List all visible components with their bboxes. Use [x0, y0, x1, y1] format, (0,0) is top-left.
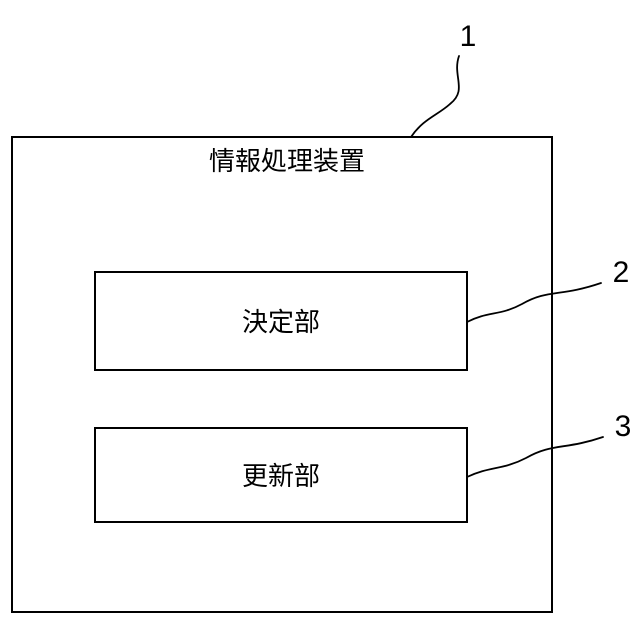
- decision-unit-box: [94, 271, 468, 371]
- outer-device-box: [11, 136, 553, 613]
- outer-device-label: 情報処理装置: [209, 146, 365, 176]
- update-unit-label: 更新部: [242, 461, 320, 491]
- leader-line-3: [466, 436, 604, 478]
- ref-numeral-3: 3: [615, 410, 632, 443]
- ref-numeral-1: 1: [460, 20, 477, 53]
- decision-unit-label: 決定部: [242, 307, 320, 337]
- leader-line-1: [410, 55, 460, 138]
- update-unit-box: [94, 427, 468, 523]
- ref-numeral-2: 2: [613, 256, 630, 289]
- leader-line-2: [466, 282, 602, 323]
